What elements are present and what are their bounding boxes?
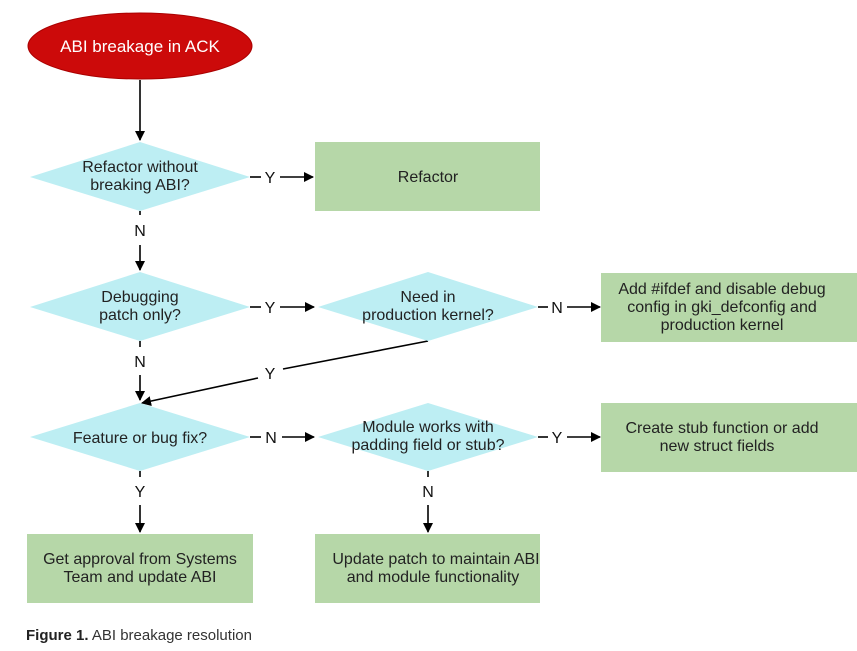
process-label-line-1: Get approval from Systems xyxy=(43,551,237,568)
decision-feature-or-bug-fix: Feature or bug fix? xyxy=(30,403,250,471)
edge-label-d3-ifdef: N xyxy=(551,300,563,317)
process-label-line-1: Create stub function or add xyxy=(625,420,818,437)
process-label-line-2: new struct fields xyxy=(660,438,775,455)
decision-shape xyxy=(30,142,250,211)
process-label: Refactor xyxy=(398,169,459,186)
decision-label-line-1: Need in xyxy=(400,289,455,306)
process-refactor: Refactor xyxy=(315,142,540,211)
edge-label-d1-d2: N xyxy=(134,223,146,240)
decision-shape xyxy=(30,403,250,471)
edge-label-d2-d3: Y xyxy=(265,300,276,317)
edge-label-d4-approval: Y xyxy=(135,484,146,501)
decision-debugging-patch: Debugging patch only? xyxy=(30,272,250,341)
decision-shape xyxy=(318,403,538,471)
process-box xyxy=(601,273,857,342)
process-label-line-2: config in gki_defconfig and xyxy=(627,299,816,316)
edge-d3-to-d4-a xyxy=(282,340,429,370)
process-label-line-1: Update patch to maintain ABI xyxy=(332,551,539,568)
figure-caption: Figure 1. ABI breakage resolution xyxy=(26,627,252,644)
decision-need-in-production: Need in production kernel? xyxy=(318,272,538,341)
figure-caption-text: ABI breakage resolution xyxy=(91,627,252,644)
start-node: ABI breakage in ACK xyxy=(27,12,253,80)
process-box xyxy=(315,142,540,211)
process-label-line-2: Team and update ABI xyxy=(64,569,217,586)
process-create-stub: Create stub function or add new struct f… xyxy=(601,403,857,472)
process-get-approval: Get approval from Systems Team and updat… xyxy=(27,534,253,603)
start-ellipse xyxy=(27,12,253,80)
edge-d3-to-d4-b xyxy=(141,377,259,406)
decision-label-line-2: patch only? xyxy=(99,307,181,324)
process-box xyxy=(315,534,540,603)
decision-label-line-1: Refactor without xyxy=(82,159,198,176)
decision-label-line-1: Module works with xyxy=(362,419,494,436)
start-label: ABI breakage in ACK xyxy=(60,37,220,56)
figure-caption-label: Figure 1. xyxy=(26,627,89,644)
edge-label-d3-d4: Y xyxy=(265,366,276,383)
process-label-line-2: and module functionality xyxy=(347,569,520,586)
process-box xyxy=(27,534,253,603)
edges xyxy=(135,80,601,533)
edge-label-d5-update: N xyxy=(422,484,434,501)
process-update-patch: Update patch to maintain ABI and module … xyxy=(315,534,540,603)
edge-label-d5-stub: Y xyxy=(552,430,563,447)
decision-label-line-2: padding field or stub? xyxy=(352,437,505,454)
decision-refactor-without-breaking: Refactor without breaking ABI? xyxy=(30,142,250,211)
decision-label-line-2: production kernel? xyxy=(362,307,494,324)
process-label-line-3: production kernel xyxy=(661,317,784,334)
decision-module-works: Module works with padding field or stub? xyxy=(318,403,538,471)
edge-label-d2-d4: N xyxy=(134,354,146,371)
edge-label-d4-d5: N xyxy=(265,430,277,447)
process-label-line-1: Add #ifdef and disable debug xyxy=(618,281,825,298)
edge-labels: Y N Y N N Y N Y Y N xyxy=(134,170,563,501)
decision-shape xyxy=(318,272,538,341)
decision-label-line-2: breaking ABI? xyxy=(90,177,190,194)
process-box xyxy=(601,403,857,472)
decision-label-line-1: Debugging xyxy=(101,289,178,306)
decision-label: Feature or bug fix? xyxy=(73,430,207,447)
process-add-ifdef: Add #ifdef and disable debug config in g… xyxy=(601,273,857,342)
edge-label-d1-refactor: Y xyxy=(265,170,276,187)
decision-shape xyxy=(30,272,250,341)
